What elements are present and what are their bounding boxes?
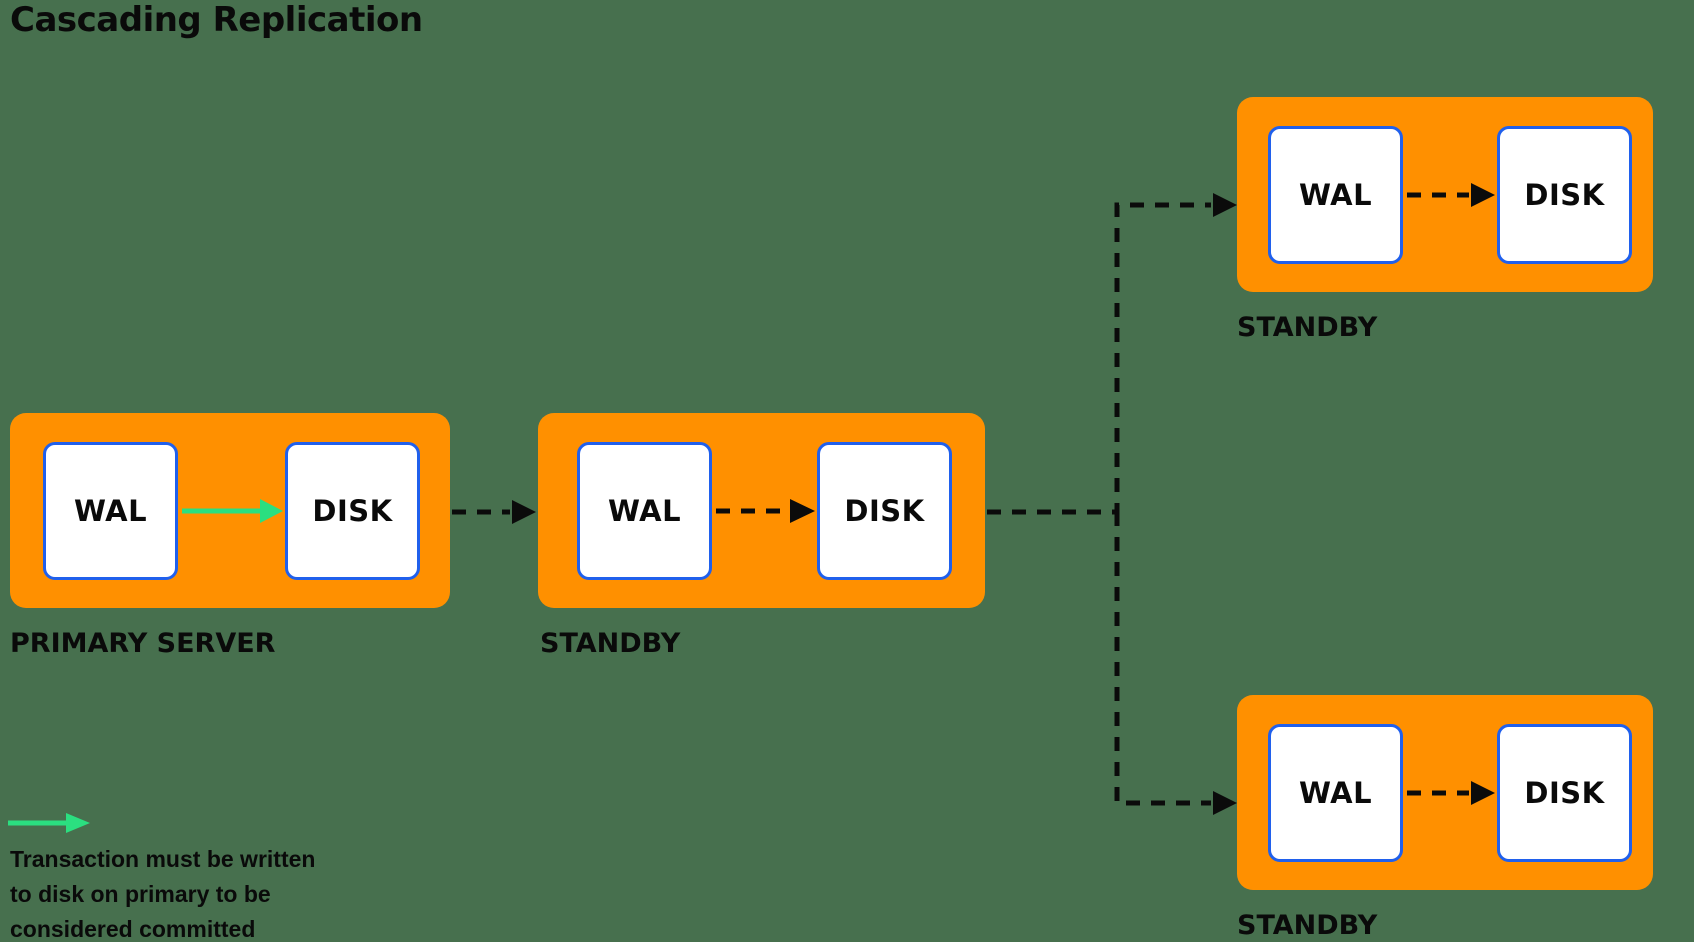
disk-node: DISK xyxy=(285,442,420,580)
primary-to-standby-arrow xyxy=(452,500,536,524)
disk-node: DISK xyxy=(1497,126,1632,264)
standby-server-label-bottom: STANDBY xyxy=(1237,910,1378,941)
legend-green-arrow-icon xyxy=(8,813,90,833)
standby-server-group-top: WAL DISK xyxy=(1237,97,1653,292)
legend-text: Transaction must be written to disk on p… xyxy=(10,842,390,942)
legend-line: to disk on primary to be xyxy=(10,881,271,907)
disk-node-label: DISK xyxy=(1524,776,1605,810)
standby-server-group-bottom: WAL DISK xyxy=(1237,695,1653,890)
legend-line: Transaction must be written xyxy=(10,846,316,872)
wal-node: WAL xyxy=(1268,724,1403,862)
disk-node: DISK xyxy=(1497,724,1632,862)
page-title: Cascading Replication xyxy=(10,0,423,40)
standby-to-bottom-standby-arrow xyxy=(1114,512,1237,815)
standby-to-top-standby-arrow xyxy=(987,193,1237,515)
wal-node-label: WAL xyxy=(1298,776,1373,810)
primary-server-label: PRIMARY SERVER xyxy=(10,628,276,659)
wal-node-label: WAL xyxy=(1298,178,1373,212)
wal-node-label: WAL xyxy=(607,494,682,528)
legend: Transaction must be written to disk on p… xyxy=(8,810,315,942)
disk-node-label: DISK xyxy=(844,494,925,528)
standby-server-label-top: STANDBY xyxy=(1237,312,1378,343)
disk-node-label: DISK xyxy=(312,494,393,528)
wal-node: WAL xyxy=(1268,126,1403,264)
standby-server-label-middle: STANDBY xyxy=(540,628,681,659)
legend-line: considered committed xyxy=(10,916,256,942)
disk-node: DISK xyxy=(817,442,952,580)
disk-node-label: DISK xyxy=(1524,178,1605,212)
standby-server-group-middle: WAL DISK xyxy=(538,413,985,608)
wal-node-label: WAL xyxy=(73,494,148,528)
wal-node: WAL xyxy=(43,442,178,580)
wal-node: WAL xyxy=(577,442,712,580)
primary-server-group: WAL DISK xyxy=(10,413,450,608)
